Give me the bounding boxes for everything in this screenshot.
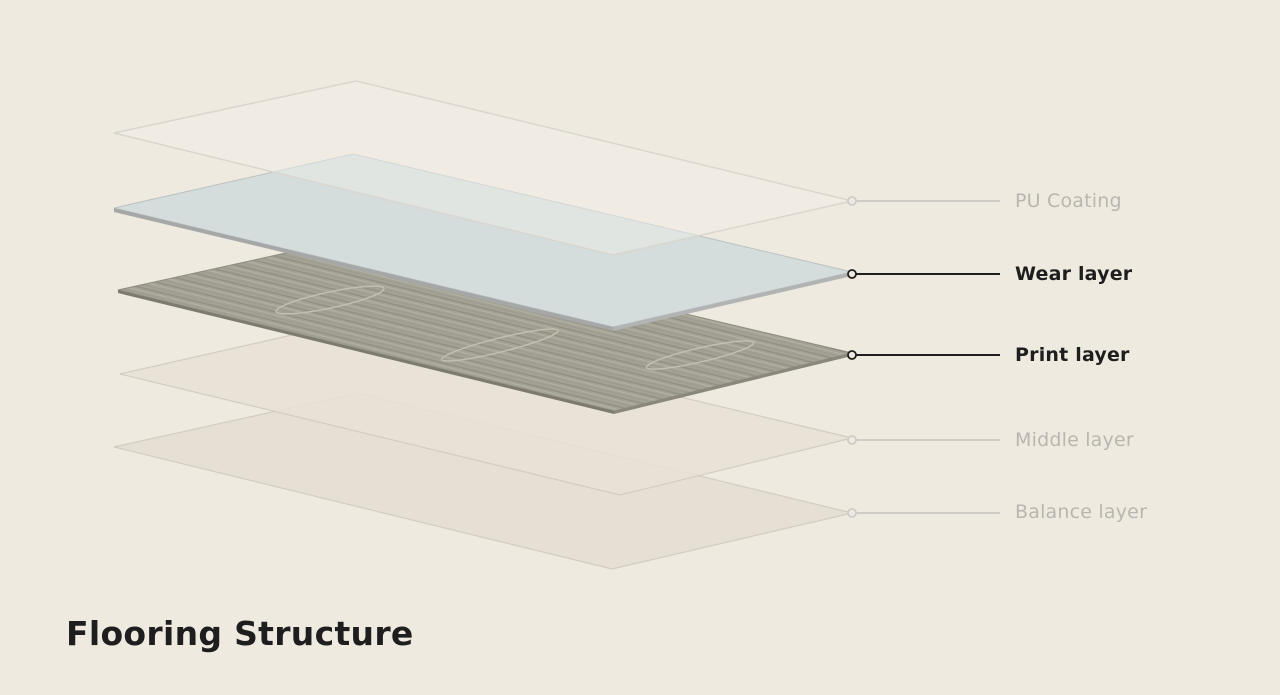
leader-balance bbox=[847, 508, 1000, 518]
leader-middle bbox=[847, 435, 1000, 445]
print-layer-sheet bbox=[117, 236, 853, 414]
leader-print bbox=[847, 350, 1000, 360]
wear-layer-label: Wear layer bbox=[1015, 263, 1133, 285]
middle-layer-label: Middle layer bbox=[1015, 429, 1134, 451]
print-layer-label: Print layer bbox=[1015, 344, 1130, 366]
leader-pu bbox=[847, 196, 1000, 206]
leader-wear bbox=[847, 269, 1000, 279]
wood-knot-3 bbox=[645, 340, 755, 370]
wood-knot-1 bbox=[275, 285, 385, 315]
page-title: Flooring Structure bbox=[66, 614, 414, 653]
wood-knot-2 bbox=[441, 328, 559, 362]
balance-layer-label: Balance layer bbox=[1015, 501, 1148, 523]
pu-coating-label: PU Coating bbox=[1015, 190, 1122, 212]
